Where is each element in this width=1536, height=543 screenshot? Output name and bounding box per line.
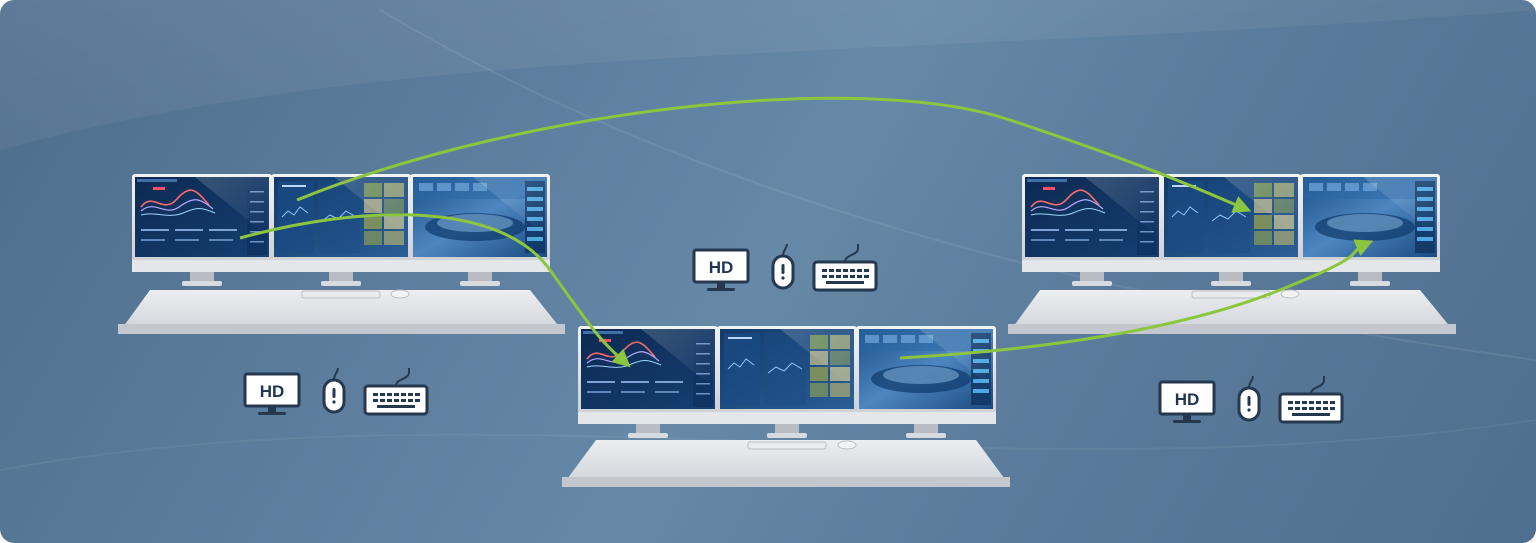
mouse-icon: [771, 242, 795, 290]
desk: [562, 440, 1010, 486]
monitor-right-3: [1300, 174, 1440, 286]
keyboard-icon: [812, 242, 878, 292]
desk-mouse: [837, 440, 857, 450]
dashboard-screen: [135, 177, 269, 257]
control-room-screen: [1303, 177, 1437, 257]
hd-display-icon: HD: [692, 248, 750, 293]
peripherals-right: HD: [1158, 374, 1344, 425]
workstation-right: [1008, 174, 1456, 334]
control-room-screen: [859, 329, 993, 409]
peripherals-left: HD: [243, 366, 429, 417]
keyboard-icon: [1278, 374, 1344, 424]
arrow-center-to-right: [899, 239, 1374, 360]
desk-mouse: [1280, 289, 1300, 299]
monitor-left-1: [132, 174, 272, 286]
arrow-left-to-center: [239, 213, 631, 368]
monitor-center-2: [717, 326, 857, 438]
connection-arrows: [239, 96, 1374, 368]
hd-label: HD: [709, 258, 734, 277]
hd-display-icon: HD: [1158, 380, 1216, 425]
desk-keyboard: [301, 290, 381, 299]
hd-label: HD: [1175, 390, 1200, 409]
arrow-left-to-right: [296, 96, 1252, 213]
monitor-center-3: [856, 326, 996, 438]
dashboard-screen: [1025, 177, 1159, 257]
peripherals-center: HD: [692, 242, 878, 293]
monitor-left-2: [271, 174, 411, 286]
keyboard-icon: [363, 366, 429, 416]
desk-keyboard: [747, 441, 827, 450]
desk: [118, 290, 565, 334]
monitor-right-1: [1022, 174, 1162, 286]
hd-display-icon: HD: [243, 372, 301, 417]
desk-mouse: [390, 289, 410, 299]
map-screen: [1164, 177, 1298, 257]
mouse-icon: [1237, 374, 1261, 422]
monitor-center-1: [578, 326, 718, 438]
background-sweep: [0, 0, 1536, 150]
hd-label: HD: [260, 382, 285, 401]
desk: [1008, 290, 1456, 334]
monitor-left-3: [410, 174, 550, 286]
mouse-icon: [322, 366, 346, 414]
map-screen: [720, 329, 854, 409]
workstation-center: [562, 326, 1010, 487]
workstation-left: [118, 174, 565, 334]
monitor-right-2: [1161, 174, 1301, 286]
